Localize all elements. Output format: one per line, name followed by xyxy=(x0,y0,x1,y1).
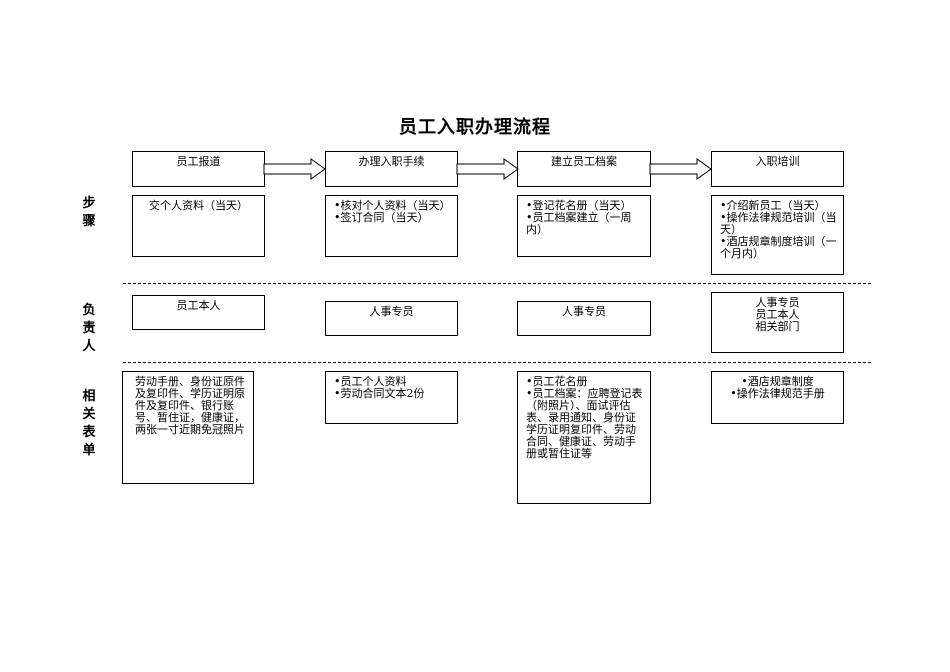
section-divider xyxy=(123,362,871,363)
list-item: •介绍新员工（当天） xyxy=(720,199,826,212)
list-item: •操作法律规范培训（当天） xyxy=(720,211,837,236)
list-item: •登记花名册（当天） xyxy=(526,199,632,212)
step-box-4: •介绍新员工（当天） •操作法律规范培训（当天） •酒店规章制度培训（一个月内） xyxy=(711,195,844,275)
step-box-2: •核对个人资料（当天） •签订合同（当天） xyxy=(325,195,458,257)
list-item: •操作法律规范手册 xyxy=(730,387,825,400)
list-item: •员工花名册 xyxy=(526,375,588,388)
responsible-box-1: 员工本人 xyxy=(132,295,265,330)
list-item: •劳动合同文本2份 xyxy=(334,387,425,400)
row-label-forms: 相 关 表 单 xyxy=(82,389,96,458)
responsible-box-4: 人事专员 员工本人 相关部门 xyxy=(711,292,844,353)
forms-box-4: •酒店规章制度 •操作法律规范手册 xyxy=(711,371,844,424)
step-box-3: •登记花名册（当天） •员工档案建立（一周内） xyxy=(517,195,651,257)
page-title: 员工入职办理流程 xyxy=(399,117,551,138)
flow-arrow xyxy=(649,158,712,180)
row-label-steps: 步 骤 xyxy=(82,196,96,229)
flow-arrow xyxy=(456,158,519,180)
list-item: •员工个人资料 xyxy=(334,375,407,388)
forms-box-2: •员工个人资料 •劳动合同文本2份 xyxy=(325,371,458,424)
responsible-box-2: 人事专员 xyxy=(325,301,458,336)
header-create-file: 建立员工档案 xyxy=(517,151,651,187)
list-item: •员工档案：应聘登记表（附照片）、面试评估表、录用通知、身份证学历证明复印件、劳… xyxy=(526,387,643,460)
header-training: 入职培训 xyxy=(711,151,844,187)
section-divider xyxy=(123,283,871,284)
list-item: •签订合同（当天） xyxy=(334,211,429,224)
row-label-responsible: 负 责 人 xyxy=(82,303,96,354)
list-item: •酒店规章制度培训（一个月内） xyxy=(720,235,837,260)
responsible-box-3: 人事专员 xyxy=(517,301,651,336)
forms-box-3: •员工花名册 •员工档案：应聘登记表（附照片）、面试评估表、录用通知、身份证学历… xyxy=(517,371,651,504)
header-onboarding-procedures: 办理入职手续 xyxy=(325,151,458,187)
header-employee-report: 员工报道 xyxy=(132,151,265,187)
list-item: •员工档案建立（一周内） xyxy=(526,211,632,236)
step-box-1: 交个人资料（当天） xyxy=(132,195,265,257)
list-item: •酒店规章制度 xyxy=(741,375,814,388)
flow-arrow xyxy=(263,158,326,180)
list-item: •核对个人资料（当天） xyxy=(334,199,451,212)
forms-box-1: 劳动手册、身份证原件及复印件、学历证明原件及复印件、银行账号、暂住证，健康证，两… xyxy=(122,371,254,484)
